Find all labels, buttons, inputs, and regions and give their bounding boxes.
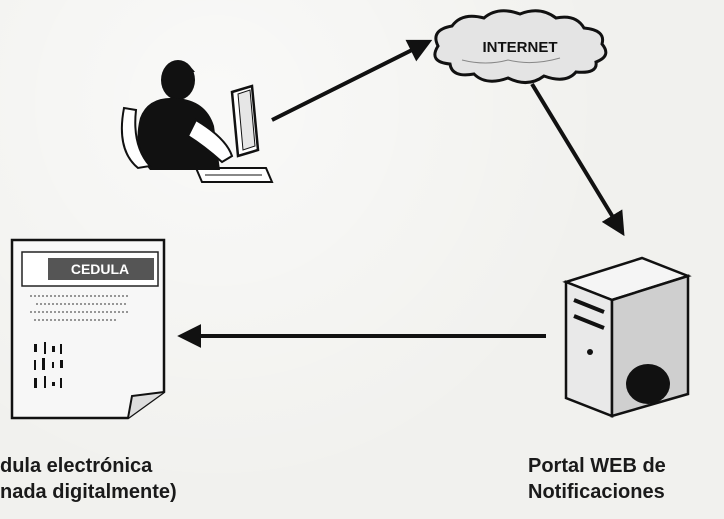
document-header-text: CEDULA: [71, 261, 129, 277]
cedula-caption: dula electrónica nada digitalmente): [0, 453, 300, 505]
document-signature-marks: [34, 342, 63, 388]
portal-caption-line-1: Portal WEB de: [528, 455, 666, 477]
portal-caption-line-2: Notificaciones: [528, 481, 665, 503]
server-tower-icon: [562, 256, 692, 418]
server-dial: [626, 364, 670, 404]
document-header-bar: [48, 258, 154, 280]
person-at-computer-icon: [120, 60, 274, 183]
cloud-icon: INTERNET: [433, 9, 608, 84]
portal-caption: Portal WEB de Notificaciones: [528, 453, 724, 505]
cedula-caption-line-1: dula electrónica: [0, 455, 153, 477]
cedula-caption-line-2: nada digitalmente): [0, 481, 177, 503]
arrow-user-to-internet: [271, 39, 433, 122]
cloud-label: INTERNET: [483, 39, 558, 56]
arrow-internet-to-server: [530, 82, 625, 237]
document-icon: CEDULA: [10, 238, 166, 420]
document-text-lines: [30, 295, 130, 321]
